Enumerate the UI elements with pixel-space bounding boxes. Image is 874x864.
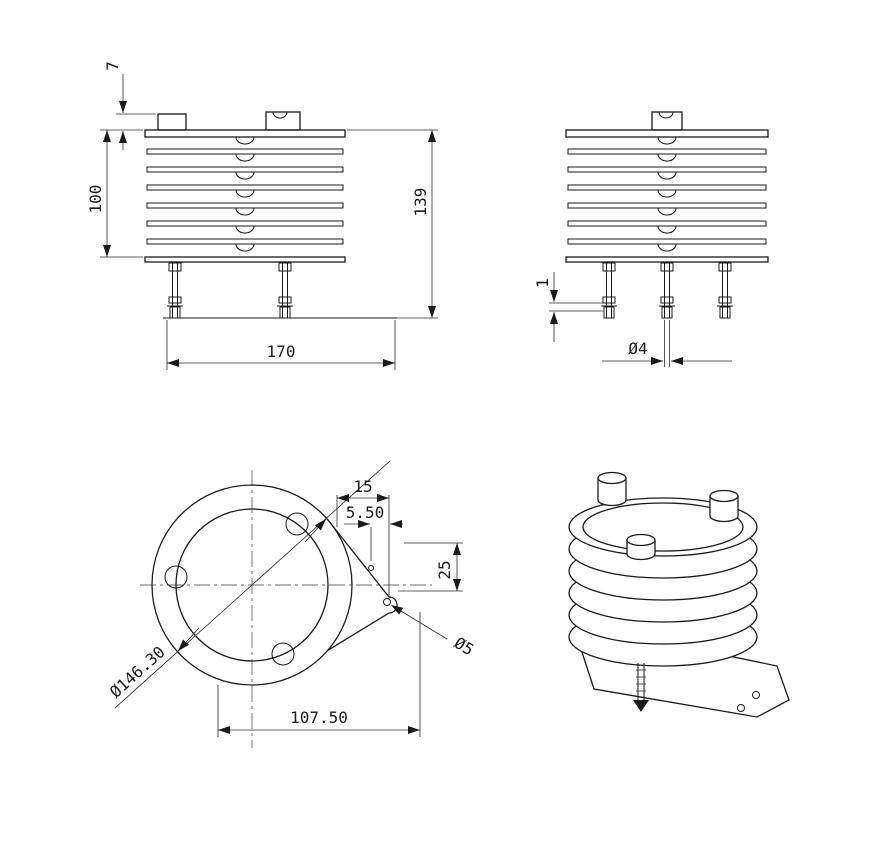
dim-label-tab-hole-diameter: Ø5: [451, 633, 477, 659]
dim-label-tab-width: 15: [353, 477, 372, 496]
dim-label-body-diameter: Ø146.30: [106, 642, 169, 701]
iso-bracket-hole: [737, 704, 745, 712]
dim-label-hole-inset: 5.50: [346, 503, 385, 522]
iso-bracket-hole: [752, 691, 760, 699]
dim-washer-gap: [549, 272, 603, 342]
front-view: 170 100 7 139: [86, 61, 438, 370]
dim-bracket-reach: [217, 612, 421, 737]
plan-view: 15 5.50 25 Ø5 Ø146.30 107.50: [106, 460, 477, 748]
dim-stack-height: [100, 129, 143, 258]
dim-label-rod-diameter: Ø4: [628, 339, 647, 358]
dim-overall-height: [347, 129, 438, 319]
dim-hole-pitch: [398, 542, 463, 592]
dim-base-width: [166, 320, 396, 370]
dim-hole-inset: [344, 520, 403, 561]
side-legs: [600, 261, 734, 319]
dim-label-bracket-reach: 107.50: [290, 708, 348, 727]
dim-rod-diameter: [602, 320, 732, 367]
side-body: [565, 111, 769, 263]
side-view: 1 Ø4: [533, 111, 769, 367]
plan-body: [151, 484, 398, 686]
dim-body-diameter: [114, 460, 391, 709]
front-body: [144, 111, 346, 263]
dim-label-stack-height: 100: [86, 185, 105, 214]
dim-label-hole-pitch: 25: [435, 560, 454, 579]
dim-label-overall-height: 139: [411, 188, 430, 217]
dim-label-washer-gap: 1: [533, 278, 552, 288]
dim-label-cap-height: 7: [103, 61, 122, 71]
iso-knobs: [597, 471, 739, 561]
dim-label-base-width: 170: [267, 342, 296, 361]
isometric-view: [568, 471, 790, 718]
iso-center-bolt: [633, 663, 649, 712]
dim-tab-hole-diameter: [390, 604, 448, 640]
iso-plate-stack: [568, 497, 758, 667]
dim-cap-height: [116, 74, 156, 150]
front-legs: [163, 261, 397, 319]
dim-tab-width: [336, 494, 390, 600]
